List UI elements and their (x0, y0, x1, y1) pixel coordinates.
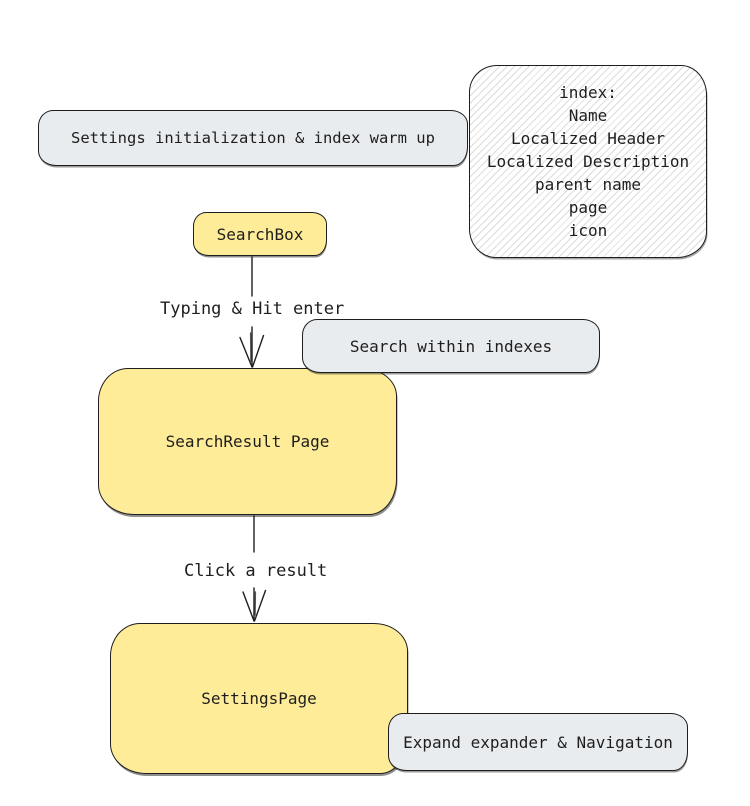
arrow-click-result-label: Click a result (184, 561, 328, 581)
arrow-typing-enter-label: Typing & Hit enter (160, 299, 345, 319)
node-index-note: index: Name Localized Header Localized D… (469, 65, 707, 258)
index-note-line: icon (568, 221, 608, 240)
node-search-result-label: SearchResult Page (165, 432, 330, 451)
index-note-line: page (568, 198, 608, 217)
node-search-result: SearchResult Page (98, 368, 397, 515)
node-settings-init-label: Settings initialization & index warm up (71, 129, 435, 147)
node-settings-init: Settings initialization & index warm up (38, 110, 468, 166)
index-note-line: Localized Header (510, 129, 666, 148)
node-searchbox: SearchBox (193, 212, 327, 256)
index-note-line: Localized Description (486, 152, 690, 171)
index-note-line: index: (559, 83, 617, 102)
node-search-within-label: Search within indexes (349, 336, 553, 356)
node-settings-page-label: SettingsPage (201, 689, 317, 708)
node-search-within: Search within indexes (302, 319, 600, 373)
node-settings-page: SettingsPage (110, 623, 408, 774)
node-expand-nav-label: Expand expander & Navigation (403, 732, 673, 752)
index-note-line: parent name (535, 175, 641, 194)
node-searchbox-label: SearchBox (216, 224, 304, 244)
index-note-line: Name (568, 106, 608, 125)
node-expand-nav: Expand expander & Navigation (388, 713, 688, 771)
